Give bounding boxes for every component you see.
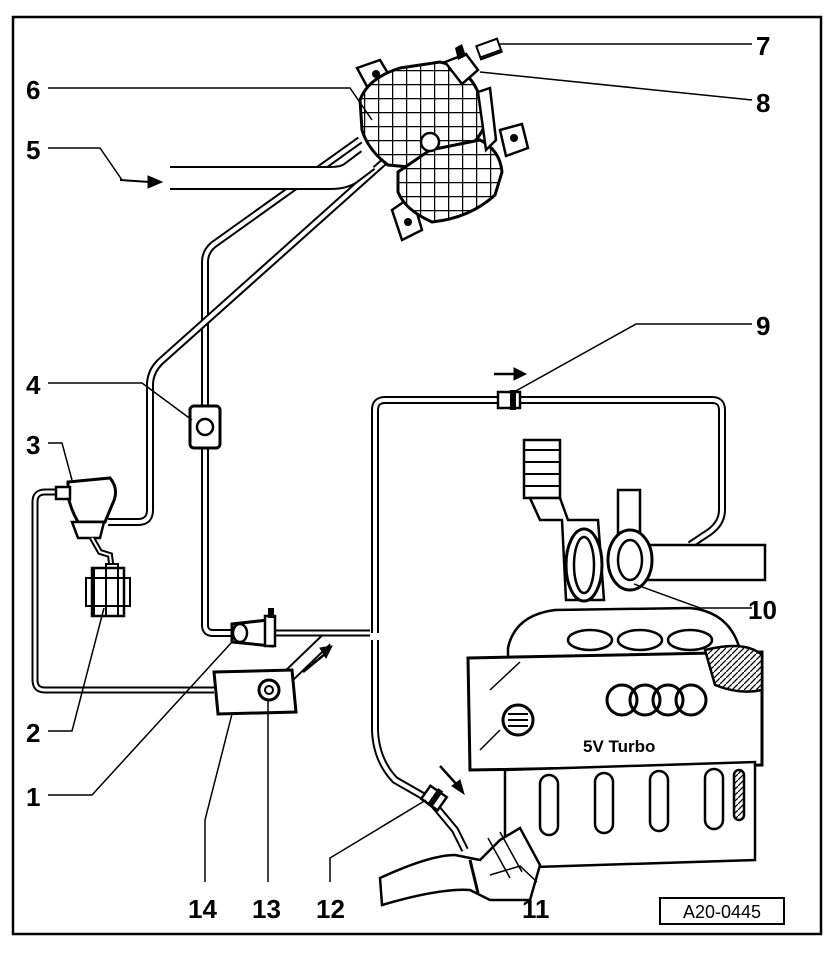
callout-5: 5: [26, 135, 40, 165]
solenoid-valve: [54, 476, 131, 618]
figure-ref: A20-0445: [683, 902, 761, 922]
callout-3: 3: [26, 430, 40, 460]
callout-9: 9: [756, 311, 770, 341]
flow-arrows: [119, 175, 528, 796]
callout-10: 10: [748, 595, 777, 625]
brand-rings-logo: [605, 683, 708, 717]
charcoal-canister: [355, 37, 530, 242]
callout-7: 7: [756, 31, 770, 61]
callout-11: 11: [522, 894, 550, 924]
engine-assembly: [378, 438, 767, 907]
callout-4: 4: [26, 370, 41, 400]
figure-ref-box: [659, 897, 785, 925]
callout-14: 14: [188, 894, 217, 924]
control-unit: [212, 668, 298, 716]
callout-8: 8: [756, 88, 770, 118]
hose-clip: [188, 404, 222, 450]
callout-6: 6: [26, 75, 40, 105]
leader-lines: [48, 43, 753, 883]
engine-label: 5V Turbo: [583, 737, 655, 756]
diagram-frame: [11, 15, 823, 936]
callout-1: 1: [26, 782, 40, 812]
callout-13: 13: [252, 894, 281, 924]
callout-2: 2: [26, 718, 40, 748]
check-valve: [230, 608, 277, 648]
connector-9: [496, 390, 522, 410]
connector-12: [419, 783, 449, 813]
callout-12: 12: [316, 894, 345, 924]
